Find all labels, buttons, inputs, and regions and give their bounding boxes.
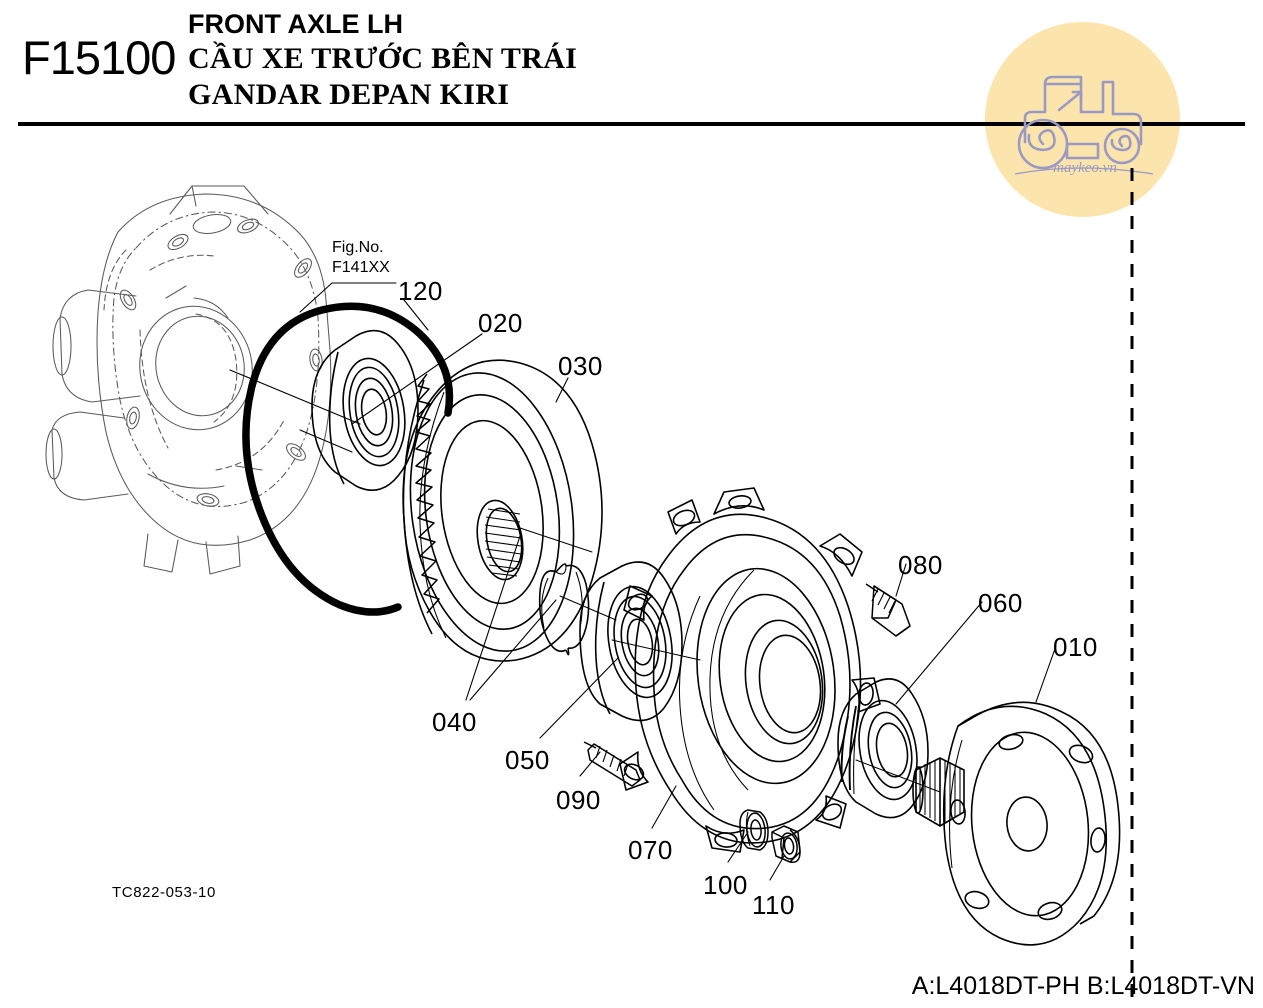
callout-120: 120 bbox=[398, 276, 443, 306]
part-030-bevel-gear bbox=[402, 359, 603, 662]
part-110-hex-nut bbox=[771, 825, 801, 864]
callout-060: 060 bbox=[978, 588, 1023, 618]
callout-050: 050 bbox=[505, 745, 550, 775]
callout-100: 100 bbox=[703, 870, 748, 900]
title-indonesian: GANDAR DEPAN KIRI bbox=[188, 78, 510, 111]
callout-020: 020 bbox=[478, 308, 523, 338]
sheet-header: F15100 FRONT AXLE LH CẦU XE TRƯỚC BÊN TR… bbox=[0, 0, 1263, 126]
part-120-o-ring bbox=[242, 302, 454, 616]
title-english: FRONT AXLE LH bbox=[188, 9, 403, 39]
drawing-code: TC822-053-10 bbox=[112, 884, 216, 901]
callout-040: 040 bbox=[432, 707, 477, 737]
callout-070: 070 bbox=[628, 835, 673, 865]
callout-leader-lines bbox=[229, 282, 1057, 881]
header-divider bbox=[18, 122, 1245, 126]
part-070-hub-housing bbox=[619, 487, 881, 853]
part-060-oil-seal bbox=[837, 678, 929, 819]
title-block: FRONT AXLE LH CẦU XE TRƯỚC BÊN TRÁI GAND… bbox=[188, 8, 577, 113]
part-020-ball-bearing bbox=[311, 329, 419, 492]
fig-no-label: Fig.No. bbox=[332, 239, 384, 256]
figure-code: F15100 bbox=[22, 31, 176, 84]
callout-110: 110 bbox=[752, 890, 795, 920]
part-010-wheel-hub-flange bbox=[912, 701, 1121, 946]
callout-010: 010 bbox=[1053, 632, 1098, 662]
callout-090: 090 bbox=[556, 785, 601, 815]
callout-030: 030 bbox=[558, 351, 603, 381]
variant-note: A:L4018DT-PH B:L4018DT-VN bbox=[911, 972, 1255, 1000]
fig-no-value: F141XX bbox=[332, 259, 390, 276]
title-vietnamese: CẦU XE TRƯỚC BÊN TRÁI bbox=[188, 42, 578, 75]
fig-no-reference: Fig.No. F141XX bbox=[332, 238, 390, 278]
part-100-lock-washer bbox=[739, 809, 769, 851]
part-reference-axle-housing bbox=[45, 185, 332, 575]
callout-080: 080 bbox=[898, 550, 943, 580]
part-080-flange-bolt bbox=[865, 583, 911, 637]
